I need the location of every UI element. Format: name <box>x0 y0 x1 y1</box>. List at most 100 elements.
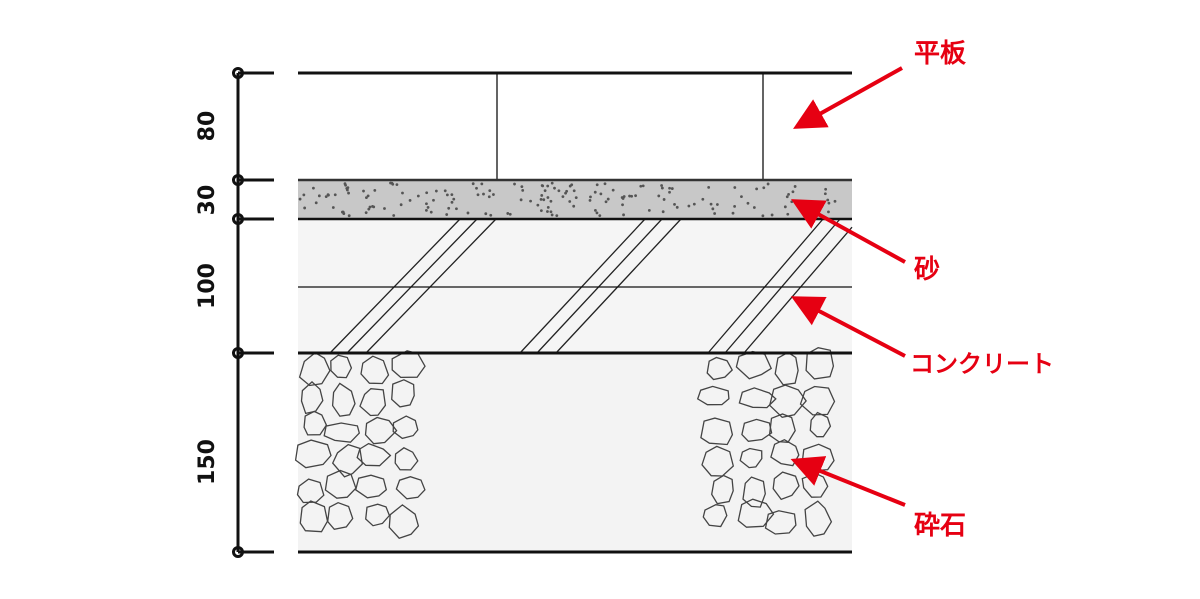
sand-grain <box>395 183 399 187</box>
gravel-stone <box>737 498 775 528</box>
gravel-stone <box>391 379 415 408</box>
sand-grain <box>604 200 608 204</box>
sand-grain <box>392 214 396 217</box>
dimension-100: 100 <box>195 263 220 309</box>
sand-grain <box>317 194 321 198</box>
sand-grain <box>401 191 404 195</box>
sand-grain <box>634 194 637 198</box>
sand-grain <box>519 198 523 202</box>
sand-grain <box>341 210 344 214</box>
sand-grain <box>445 193 449 197</box>
sand-grain <box>426 206 430 209</box>
sand-grain <box>595 211 599 215</box>
sand-grain <box>611 188 615 192</box>
layer-lines <box>298 71 852 554</box>
gravel-stone <box>768 384 807 419</box>
gravel-stone <box>294 439 332 469</box>
sand-grain <box>447 206 451 210</box>
sand-grain <box>489 213 493 217</box>
sand-grain <box>761 214 765 218</box>
sand-grain <box>550 213 554 217</box>
sand-grain <box>347 191 350 195</box>
sand-grain <box>630 194 634 198</box>
sand-grain <box>303 206 307 210</box>
sand-grain <box>506 212 510 215</box>
sand-grain <box>603 182 607 186</box>
sand-grain <box>568 200 572 203</box>
sand-grain <box>594 209 597 212</box>
sand-grain <box>621 203 624 207</box>
gravel-stone <box>700 417 734 446</box>
sand-grain <box>606 197 610 201</box>
sand-grain <box>432 198 435 202</box>
sand-grain <box>641 184 645 188</box>
gravel-stone <box>323 422 361 443</box>
sand-grain <box>466 211 470 215</box>
gravel-stone <box>696 385 730 406</box>
sand-grain <box>622 213 625 217</box>
sand-grain <box>675 205 679 209</box>
sand-grain <box>541 184 545 188</box>
sand-grain <box>589 195 592 199</box>
sand-grain <box>450 200 454 204</box>
sand-grain <box>755 187 759 191</box>
sand-grain <box>823 192 827 196</box>
sand-grain <box>833 199 837 203</box>
sand-grain <box>549 199 553 203</box>
sand-grain <box>445 213 449 216</box>
sand-grain <box>539 197 543 201</box>
gravel-stone <box>360 355 390 385</box>
gravel-stone <box>365 503 391 527</box>
sand-grain <box>471 182 475 186</box>
sand-grain <box>572 204 576 208</box>
sand-grain <box>740 195 743 198</box>
gravel-stone <box>711 474 734 505</box>
sand-grain <box>827 201 831 205</box>
sand-grain <box>333 193 337 197</box>
sand-grain <box>670 187 674 190</box>
sand-grain <box>536 203 540 207</box>
sand-grain <box>390 181 394 185</box>
sand-grain <box>568 184 572 188</box>
sand-grain <box>331 206 335 209</box>
sand-grain <box>324 195 328 199</box>
sand-grain <box>373 188 377 192</box>
sand-grain <box>326 193 330 197</box>
gravel-stone <box>809 411 832 438</box>
label-paver: 平板 <box>914 39 966 69</box>
sand-grain <box>429 210 433 214</box>
sand-grain <box>520 185 524 188</box>
gravel-stones <box>294 347 836 539</box>
sand-grain <box>434 189 438 193</box>
sand-grain <box>344 183 347 187</box>
gravel-stone <box>706 356 734 381</box>
gravel-stone <box>392 415 419 440</box>
gravel-stone <box>330 354 353 379</box>
sand-grain <box>546 205 550 209</box>
sand-grain <box>484 212 488 216</box>
gravel-stone <box>298 351 331 387</box>
hatch-line <box>519 218 646 354</box>
sand-grain <box>302 193 306 197</box>
hatch-line <box>743 226 853 354</box>
sand-grain <box>539 209 543 213</box>
sand-grain <box>785 195 789 199</box>
sand-grain <box>621 197 625 200</box>
arrows <box>790 66 906 507</box>
sand-grain <box>574 196 578 200</box>
label-gravel: 砕石 <box>914 511 966 541</box>
sand-grain <box>542 198 546 202</box>
sand-grain <box>425 202 428 206</box>
sand-grain <box>733 186 737 189</box>
sand-grain <box>546 210 549 213</box>
arrow-concrete <box>790 296 906 358</box>
dimension-80: 80 <box>195 111 220 142</box>
sand-grain <box>399 203 403 207</box>
sand-grain <box>711 207 715 211</box>
sand-grain <box>347 214 351 218</box>
label-concrete: コンクリート <box>910 350 1054 378</box>
concrete-layer <box>298 219 852 353</box>
sand-grain <box>657 194 661 198</box>
sand-grain <box>766 182 770 186</box>
